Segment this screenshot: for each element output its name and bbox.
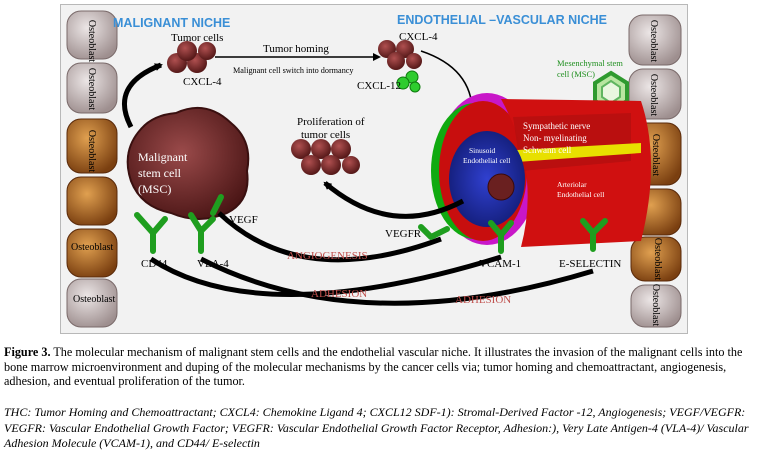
receptors [134,194,608,254]
osteoblast-label: Osteoblast [86,68,97,110]
vegfr-label: VEGFR [385,228,422,240]
malignant-stem-cell-label-3: (MSC) [138,182,171,196]
cxcl4-cell-cluster [378,40,422,70]
proliferation-arrow [323,181,465,219]
osteoblast-label: Osteoblast [71,242,113,253]
proliferating-tumor-cells [291,139,360,175]
osteoblast-cell [66,228,118,278]
osteoblast-label: Osteoblast [86,130,97,172]
adhesion-label-1: ADHESION [311,288,367,300]
osteoblast-label: Osteoblast [86,20,97,62]
abbreviations-note: THC: Tumor Homing and Chemoattractant; C… [4,405,749,450]
figure-caption-label: Figure 3. [4,345,51,359]
sinusoid-label-2: Endothelial cell [463,156,510,165]
vcam1-label: VCAM-1 [479,258,521,270]
figure-caption: Figure 3. The molecular mechanism of mal… [4,345,760,389]
endothelial-niche-title: ENDOTHELIAL –VASCULAR NICHE [397,13,607,27]
proliferation-label-2: tumor cells [301,129,350,141]
eselectin-label: E-SELECTIN [559,258,621,270]
osteoblast-cell [66,278,118,328]
angiogenesis-arc [217,211,442,263]
osteoblast-cell [66,118,118,174]
cxcl4-right-label: CXCL-4 [399,31,438,43]
cd44-label: CD44 [141,258,168,270]
osteoblast-column-left: Osteoblast Osteoblast Osteoblast Osteobl… [66,10,118,328]
arteriolar-label-1: Arteriolar [557,180,587,189]
tumor-homing-label: Tumor homing [263,43,329,55]
osteoblast-label: Osteoblast [650,284,661,326]
osteoblast-cell [66,10,118,60]
osteoblast-label: Osteoblast [648,20,659,62]
tumor-cells-label: Tumor cells [171,32,223,44]
malignant-stem-cell-label-2: stem cell [138,166,182,180]
vla4-label: VLA-4 [197,258,229,270]
vegf-label: VEGF [229,214,258,226]
adhesion-label-2: ADHESION [455,294,511,306]
osteoblast-cell [630,284,682,328]
osteoblast-cell [628,14,682,66]
figure-caption-text: The molecular mechanism of malignant ste… [4,345,743,389]
nerve-label-3: Schwann cell [523,145,572,155]
cxcl4-left-label: CXCL-4 [183,76,222,88]
sinusoid-label-1: Sinusoid [469,146,496,155]
osteoblast-label: Osteoblast [648,74,659,116]
malignant-stem-cell-label-1: Malignant [138,150,188,164]
proliferation-label-1: Proliferation of [297,116,365,128]
nerve-label-2: Non- myelinating [523,133,587,143]
tumor-cells-cluster [167,41,216,73]
msc-label-1: Mesenchymal stem [557,58,623,68]
msc-label-2: cell (MSC) [557,69,595,79]
malignant-stem-cell: Malignant stem cell (MSC) [126,106,250,220]
cxcl12-ligand [396,70,421,93]
osteoblast-cell [630,236,682,282]
angiogenesis-label: ANGIOGENESIS [287,250,368,262]
dormancy-label: Malignant cell switch into dormancy [233,66,354,75]
arrow-to-tumor-cells [121,62,163,129]
malignant-niche-title: MALIGNANT NICHE [113,16,230,30]
osteoblast-label: Osteoblast [652,238,663,280]
figure-illustration: Osteoblast Osteoblast Osteoblast Osteobl… [60,4,688,334]
osteoblast-cell [66,62,118,114]
osteoblast-cell [66,176,118,226]
osteoblast-label: Osteoblast [650,134,661,176]
nerve-label-1: Sympathetic nerve [523,121,590,131]
cxcl12-label: CXCL-12 [357,80,401,92]
endothelial-vessel [431,93,651,247]
osteoblast-label: Osteoblast [73,294,115,305]
arteriolar-label-2: Endothelial cell [557,190,604,199]
adhesion-arc-2 [199,256,594,306]
